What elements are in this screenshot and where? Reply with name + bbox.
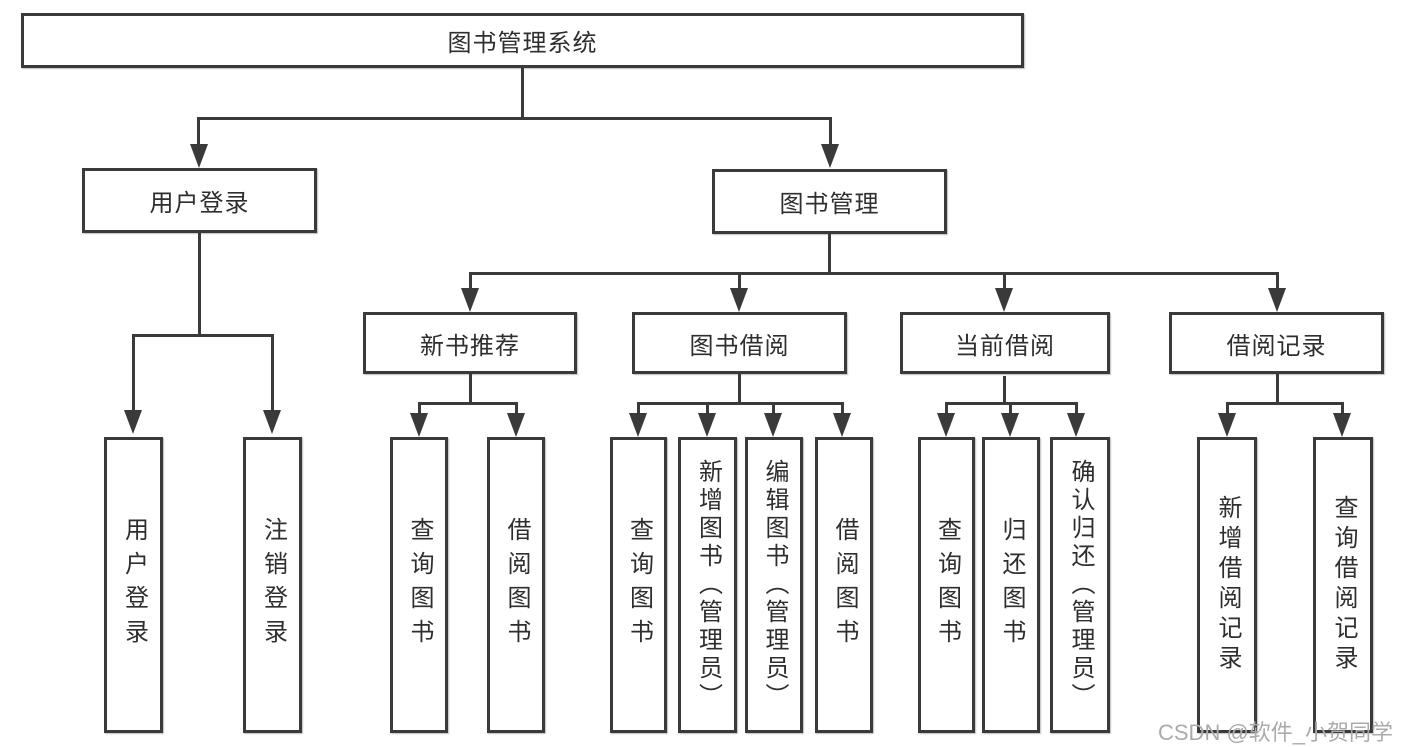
node-current-borrow-label: 当前借阅 (955, 332, 1055, 360)
connector-nb-query-stem (418, 402, 421, 416)
connector-bb-query-stem (637, 402, 640, 416)
leaf-bb-edit-books-admin: 编辑图书（管理员） (745, 437, 803, 733)
node-book-management: 图书管理 (712, 169, 947, 234)
arrowhead-leaf-login (124, 410, 142, 434)
arrowhead-bb-edit (764, 413, 782, 437)
leaf-bb-borrow-books-label: 借阅图书 (831, 517, 858, 653)
arrowhead-cb-confirm (1067, 413, 1085, 437)
node-borrow-records: 借阅记录 (1169, 312, 1384, 374)
connector-bb-hbar (637, 402, 844, 405)
leaf-logout-label: 注销登录 (259, 517, 287, 653)
arrowhead-bb-add (698, 413, 716, 437)
arrowhead-br-add (1218, 413, 1236, 437)
arrowhead-user-login (190, 144, 208, 168)
connector-nb-stem (469, 374, 472, 405)
connector-br-query-stem (1341, 402, 1344, 416)
leaf-br-query-record-label: 查询借阅记录 (1330, 495, 1357, 675)
leaf-user-login: 用户登录 (104, 437, 163, 733)
connector-cb-query-stem (945, 402, 948, 416)
leaf-nb-query-books: 查询图书 (390, 437, 448, 733)
connector-root-stem (521, 68, 524, 120)
leaf-logout: 注销登录 (243, 437, 302, 733)
connector-br-add-stem (1226, 402, 1229, 416)
leaf-bb-query-books: 查询图书 (610, 437, 667, 733)
arrowhead-bb-borrow (833, 413, 851, 437)
connector-records-stem (1276, 272, 1279, 290)
connector-bookborrow-stem (738, 272, 741, 290)
leaf-br-query-record: 查询借阅记录 (1313, 437, 1373, 733)
connector-bb-borrow-stem (841, 402, 844, 416)
connector-br-stem (1276, 374, 1279, 405)
root-node: 图书管理系统 (21, 13, 1024, 68)
node-new-book-recommend-label: 新书推荐 (420, 332, 520, 360)
leaf-bb-add-books-admin: 新增图书（管理员） (678, 437, 737, 733)
leaf-cb-confirm-return-admin: 确认归还（管理员） (1050, 437, 1110, 733)
connector-login-hbar (132, 334, 274, 337)
connector-nb-borrow-stem (515, 402, 518, 416)
node-book-borrow: 图书借阅 (632, 312, 847, 374)
leaf-nb-borrow-books-label: 借阅图书 (503, 517, 530, 653)
connector-cb-stem (1003, 376, 1006, 405)
node-new-book-recommend: 新书推荐 (363, 312, 577, 374)
arrowhead-newbook (461, 288, 479, 312)
leaf-cb-return-books-label: 归还图书 (998, 517, 1025, 653)
arrowhead-currentborrow (995, 288, 1013, 312)
connector-leaf-logout-stem (271, 334, 274, 412)
leaf-br-add-record-label: 新增借阅记录 (1214, 495, 1241, 675)
connector-bookmgmt-hbar (469, 272, 1279, 275)
node-current-borrow: 当前借阅 (900, 312, 1110, 374)
connector-book-mgmt-stem (829, 117, 832, 148)
leaf-nb-query-books-label: 查询图书 (406, 517, 433, 653)
root-node-label: 图书管理系统 (447, 30, 598, 57)
arrowhead-cb-query (937, 413, 955, 437)
arrowhead-leaf-logout (263, 410, 281, 434)
node-user-login: 用户登录 (82, 168, 317, 233)
connector-nb-hbar (418, 402, 518, 405)
node-user-login-label: 用户登录 (149, 190, 250, 217)
leaf-cb-query-books: 查询图书 (918, 437, 975, 733)
leaf-bb-borrow-books: 借阅图书 (815, 437, 873, 733)
arrowhead-records (1268, 288, 1286, 312)
leaf-bb-query-books-label: 查询图书 (625, 517, 653, 653)
connector-br-hbar (1226, 402, 1344, 405)
leaf-user-login-label: 用户登录 (120, 517, 148, 653)
node-borrow-records-label: 借阅记录 (1226, 332, 1327, 360)
leaf-nb-borrow-books: 借阅图书 (487, 437, 545, 733)
arrowhead-book-mgmt (821, 144, 839, 168)
connector-newbook-stem (469, 272, 472, 290)
arrowhead-br-query (1333, 413, 1351, 437)
arrowhead-nb-query (410, 413, 428, 437)
leaf-cb-query-books-label: 查询图书 (933, 517, 961, 653)
connector-leaf-login-stem (132, 334, 135, 412)
connector-user-login-stem (197, 117, 200, 148)
node-book-borrow-label: 图书借阅 (689, 332, 790, 360)
connector-bookmgmt-stem (828, 234, 831, 275)
leaf-cb-return-books: 归还图书 (982, 437, 1040, 733)
connector-cb-return-stem (1009, 402, 1012, 416)
connector-currentborrow-stem (1003, 272, 1006, 290)
arrowhead-nb-borrow (507, 413, 525, 437)
connector-cb-confirm-stem (1075, 402, 1078, 416)
arrowhead-bb-query (629, 413, 647, 437)
connector-bb-edit-stem (772, 402, 775, 416)
connector-bb-stem (738, 374, 741, 405)
connector-login-stem (198, 233, 201, 337)
node-book-management-label: 图书管理 (779, 191, 880, 218)
leaf-cb-confirm-return-admin-label: 确认归还（管理员） (1067, 459, 1094, 711)
leaf-bb-edit-books-admin-label: 编辑图书（管理员） (761, 459, 788, 711)
arrowhead-cb-return (1001, 413, 1019, 437)
arrowhead-bookborrow (730, 288, 748, 312)
watermark: CSDN @软件_小贺同学 (1158, 720, 1394, 745)
leaf-br-add-record: 新增借阅记录 (1197, 437, 1257, 733)
connector-root-hbar (197, 117, 832, 120)
leaf-bb-add-books-admin-label: 新增图书（管理员） (694, 459, 722, 711)
connector-bb-add-stem (706, 402, 709, 416)
